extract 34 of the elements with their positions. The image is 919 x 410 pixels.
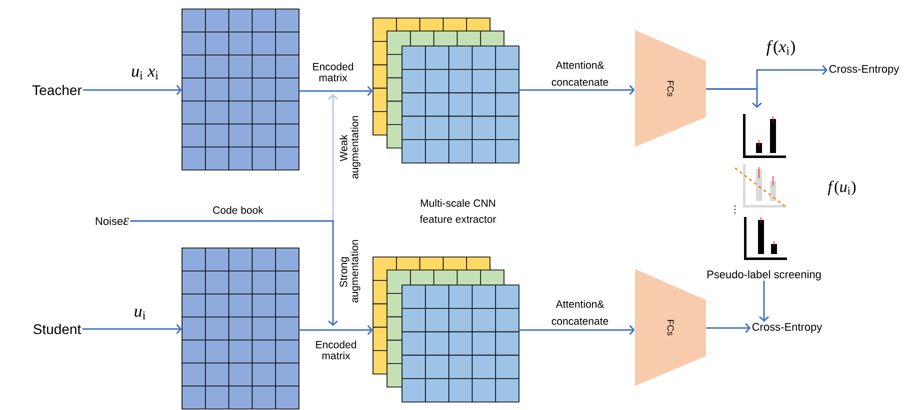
arrow xyxy=(82,324,182,334)
feature-map-stack xyxy=(372,256,520,402)
arrow xyxy=(83,85,182,95)
edge-label: Attention& concatenate xyxy=(552,300,608,325)
student-label: Student xyxy=(34,324,82,334)
arrow xyxy=(706,323,751,333)
teacher-label: Teacher xyxy=(32,84,82,96)
loss-label: Cross-Entropy xyxy=(752,323,822,333)
arrow xyxy=(519,325,635,335)
edge-label: Strong augmentation xyxy=(340,240,360,303)
input-grid xyxy=(182,248,300,410)
edge-label: Attention& concatenate xyxy=(552,61,608,86)
fc-trapezoid: FCs xyxy=(635,269,706,386)
arrow xyxy=(706,88,762,108)
arrow xyxy=(759,280,769,322)
edge-label: u$_{i}$ x$_{i}$ xyxy=(132,68,158,80)
edge-label: Encoded matrix xyxy=(313,62,354,82)
formula-label: f(u$_{i}$) xyxy=(828,180,856,196)
edge-label: Encoded matrix xyxy=(316,340,356,360)
edge-label: f(x$_{i}$) xyxy=(766,40,795,56)
fc-trapezoid: FCs xyxy=(635,30,706,147)
loss-label: Cross-Entropy xyxy=(829,65,900,75)
feature-map-stack xyxy=(372,18,520,164)
pseudo-label-charts: Pseudo-label screening xyxy=(707,270,821,280)
arrow xyxy=(299,325,373,335)
input-grid xyxy=(182,8,300,170)
noise-label: Noiseε xyxy=(96,216,129,226)
arrow xyxy=(299,86,373,96)
arrow xyxy=(519,85,635,95)
arrow xyxy=(130,220,338,326)
caption-label: Code book xyxy=(213,206,264,214)
edge-label: u$_{i}$ xyxy=(134,308,146,320)
edge-label: Weak augmentation xyxy=(340,116,360,179)
caption-label: Multi-scale CNN feature extractor xyxy=(420,199,496,223)
